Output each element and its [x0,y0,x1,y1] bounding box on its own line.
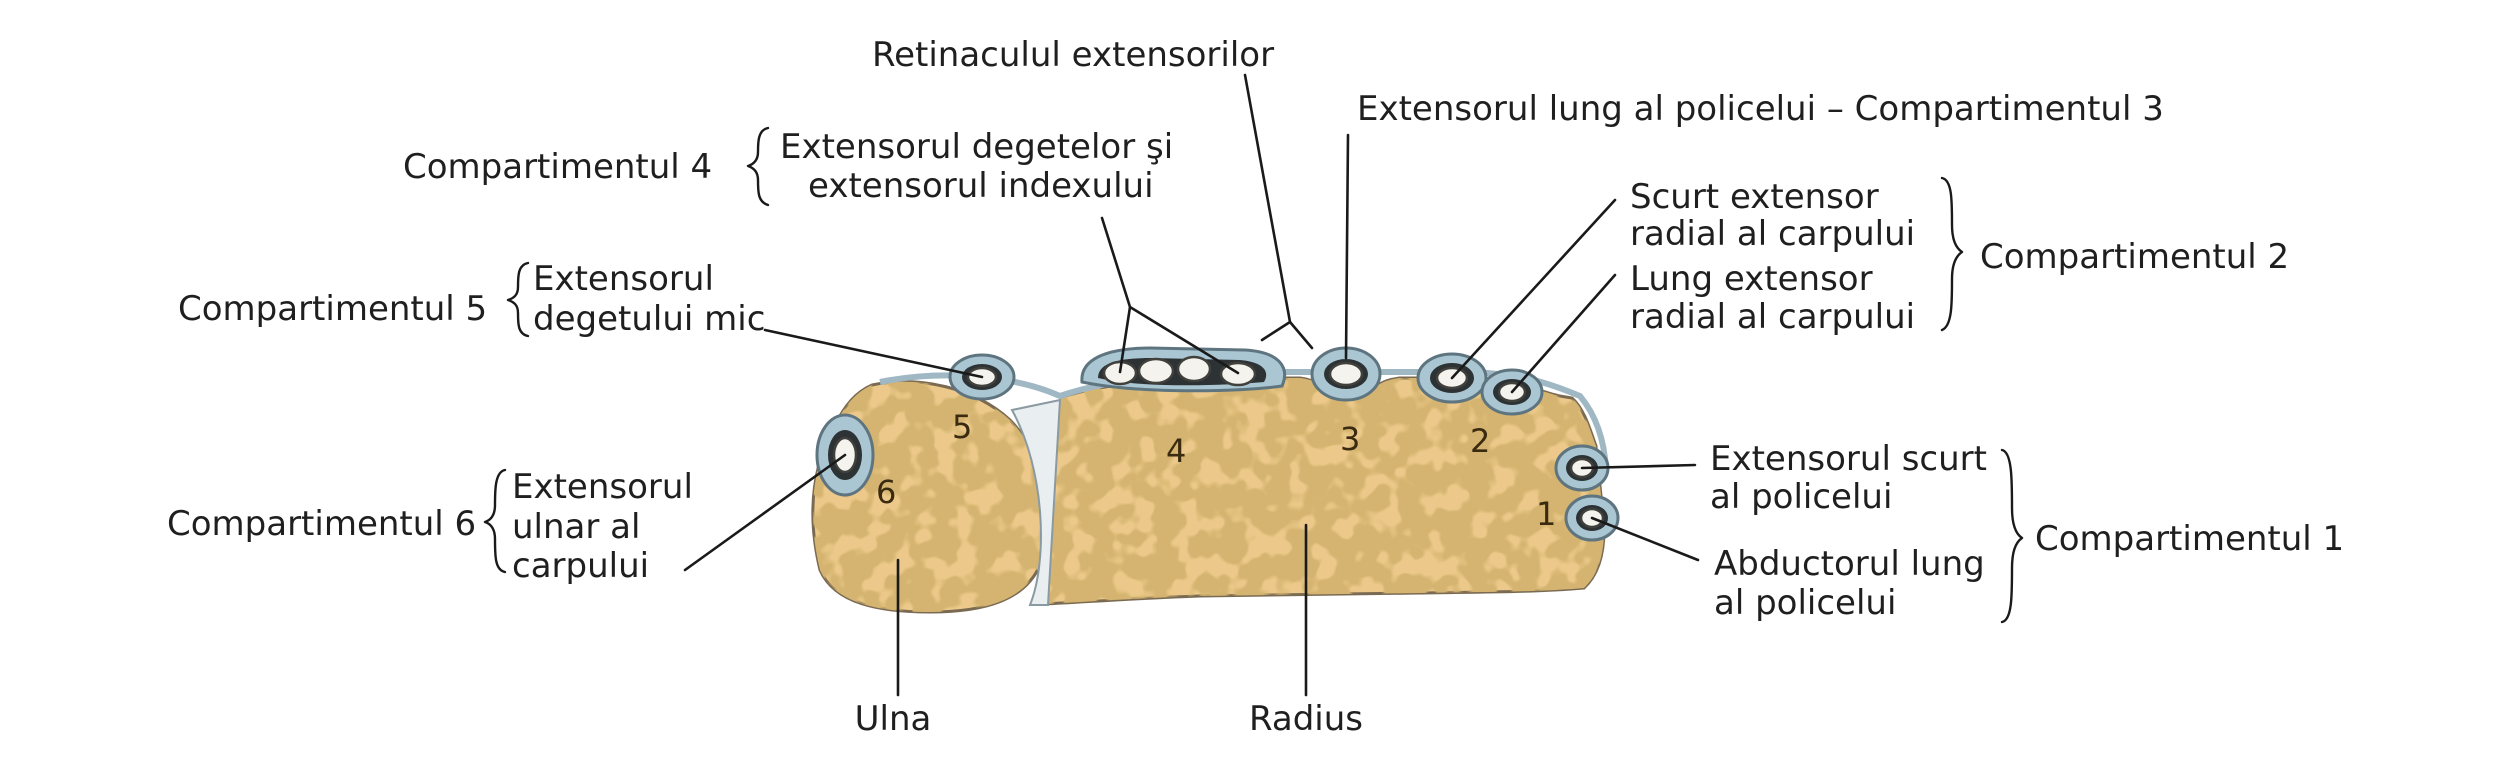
compartment-number-2: 2 [1470,422,1490,460]
label-compartment-5: Compartimentul 5 [178,289,487,329]
label-ecrl-line1: Lung extensor [1630,259,1873,299]
interosseous-tissue [1010,398,1062,606]
label-comp6-tendon-line3: carpului [512,546,649,586]
label-comp5-tendon-line1: Extensorul [533,259,714,299]
label-apl-line2: al policelui [1714,583,1896,623]
label-epl-compartment-3: Extensorul lung al policelui – Compartim… [1357,89,2164,129]
label-compartment-2: Compartimentul 2 [1980,237,2289,277]
compartment-number-5: 5 [952,408,972,446]
compartment-number-3: 3 [1340,420,1360,458]
braces [483,126,2024,624]
label-retinaculum: Retinaculul extensorilor [872,35,1274,75]
compartment-number-4: 4 [1166,432,1186,470]
label-epb-line1: Extensorul scurt [1710,439,1987,479]
compartment-number-1: 1 [1536,495,1556,533]
label-compartment-4: Compartimentul 4 [403,147,712,187]
compartment-3-sheath [1310,346,1382,402]
label-comp4-tendon-line2: extensorul indexului [808,166,1154,206]
compartment-4-sheath [1080,346,1287,393]
radius-bone [1041,376,1606,606]
label-comp6-tendon-line1: Extensorul [512,467,693,507]
compartment-number-6: 6 [876,473,896,511]
label-ecrl-line2: radial al carpului [1630,297,1915,337]
label-ulna: Ulna [855,699,932,739]
label-comp4-tendon-line1: Extensorul degetelor şi [780,127,1173,167]
label-epb-line2: al policelui [1710,477,1892,517]
label-compartment-6: Compartimentul 6 [167,504,476,544]
compartment-2-sheaths [1416,352,1544,416]
label-comp5-tendon-line2: degetului mic [533,299,765,339]
label-comp6-tendon-line2: ulnar al [512,507,640,547]
tendon-extensor-digitorum-b [1176,355,1212,383]
label-compartment-1: Compartimentul 1 [2035,519,2344,559]
tendon-extensor-digitorum-a [1137,357,1175,385]
label-ecrb-line1: Scurt extensor [1630,177,1879,217]
leader-lines [683,73,1700,697]
label-apl-line1: Abductorul lung [1714,544,1985,584]
label-radius: Radius [1249,699,1363,739]
label-ecrb-line2: radial al carpului [1630,214,1915,254]
